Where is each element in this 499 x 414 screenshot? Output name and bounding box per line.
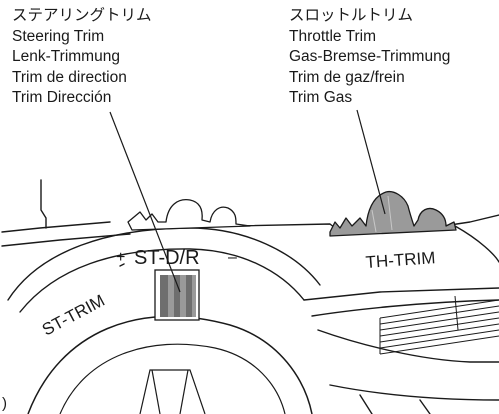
throttle-trim-label-ja: スロットルトリム: [289, 7, 414, 24]
th-panel-edge: [303, 287, 499, 301]
throttle-trim-label-es: Trim Gas: [289, 89, 353, 106]
dial-text: + ST-D/R – ST-TRIM TH-TRIM ): [2, 247, 436, 412]
steering-trim-leader: [109, 111, 181, 293]
throttle-trim-leader: [356, 109, 386, 215]
grip-inner: [419, 399, 431, 414]
body-right-lower: [454, 225, 499, 263]
steering-dr-knob[interactable]: [127, 199, 251, 231]
throttle-trim-label-fr: Trim de gaz/frein: [289, 68, 405, 86]
th-trim-label: TH-TRIM: [365, 248, 436, 272]
st-dr-plus-sign: +: [116, 249, 125, 266]
st-dr-minus-sign: –: [228, 249, 237, 266]
dial-inner-arc: [19, 248, 305, 313]
th-panel-lower: [311, 299, 499, 317]
leader-lines: [109, 109, 386, 293]
steering-trim-label-en: Steering Trim: [12, 27, 105, 45]
throttle-trim-knob[interactable]: [329, 190, 457, 237]
dr-tick: [119, 263, 125, 267]
throttle-trim-label-de: Gas-Bremse-Trimmung: [289, 48, 451, 65]
throttle-trim-labels: スロットルトリム Throttle Trim Gas-Bremse-Trimmu…: [289, 6, 450, 109]
steering-trim-label-es: Trim Dirección: [12, 89, 112, 106]
steering-trim-label-ja: ステアリングトリム: [12, 7, 152, 24]
left-post: [40, 179, 47, 229]
st-dr-label: ST-D/R: [134, 247, 200, 269]
body-lower-sweep: [317, 329, 499, 363]
steering-trim-labels: ステアリングトリム Steering Trim Lenk-Trimmung Tr…: [12, 6, 152, 109]
body-upper-step: [1, 233, 131, 247]
steering-trim-label-fr: Trim de direction: [12, 68, 127, 86]
st-trim-label: ST-TRIM: [39, 291, 108, 340]
steering-trim-label-de: Lenk-Trimmung: [12, 48, 120, 65]
body-bottom: [329, 384, 499, 401]
edge-mark: ): [2, 395, 7, 412]
grip-edge: [359, 394, 373, 414]
throttle-trim-label-en: Throttle Trim: [289, 27, 376, 45]
grille: [379, 295, 499, 355]
body-top-contour: [1, 221, 111, 233]
steering-trim-lever[interactable]: [154, 269, 200, 321]
steering-wheel: [27, 315, 313, 414]
